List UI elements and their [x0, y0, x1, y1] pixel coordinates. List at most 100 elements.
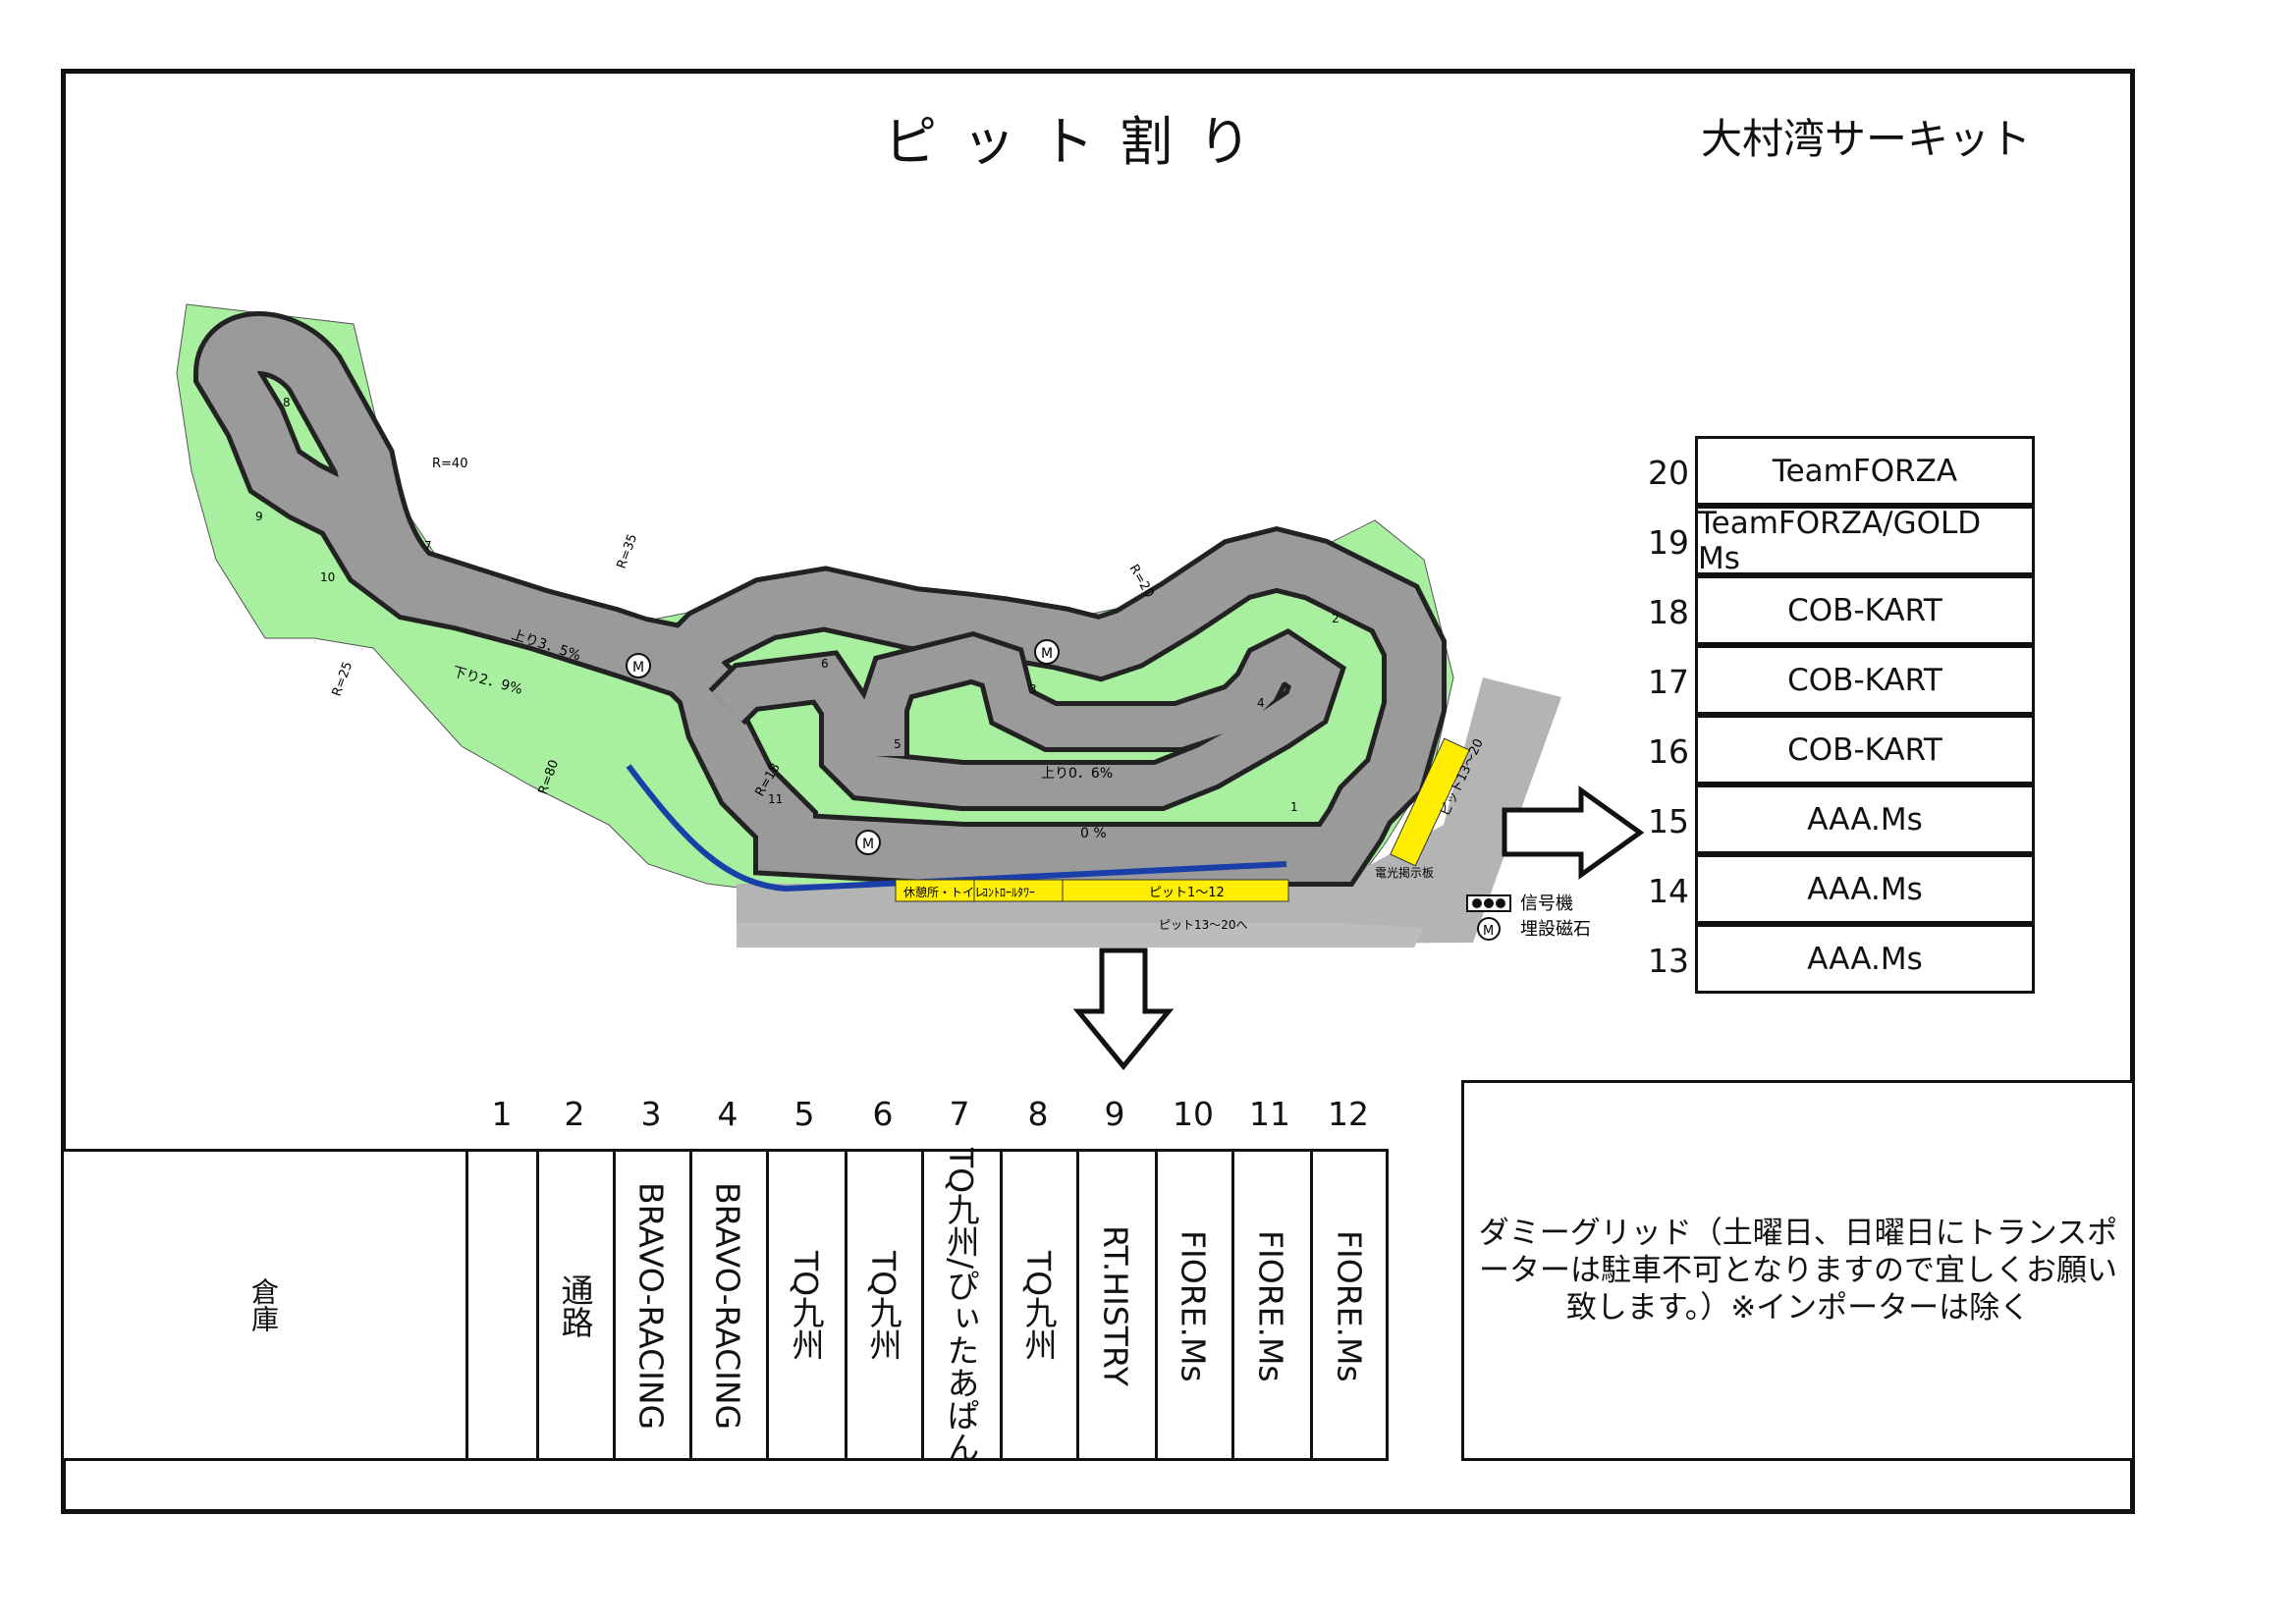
- svg-text:M: M: [862, 837, 874, 852]
- signal-icon: [1466, 894, 1511, 912]
- pit-number: 4: [717, 1095, 738, 1133]
- pit-number: 7: [949, 1095, 970, 1133]
- arrow-right-icon: [1502, 785, 1645, 880]
- corner-number: 10: [320, 570, 335, 584]
- pit-number: 15: [1648, 802, 1689, 840]
- pit-bar-label-rest: 休憩所・トイレ: [903, 885, 986, 899]
- pit-number: 12: [1328, 1095, 1369, 1133]
- svg-text:M: M: [1483, 924, 1494, 939]
- arrow-down-icon: [1072, 947, 1175, 1070]
- radius-label: R=20: [1126, 563, 1157, 601]
- pit-team: TQ九州: [787, 1250, 825, 1362]
- pit-team: COB-KART: [1695, 715, 2035, 785]
- pit-number: 10: [1173, 1095, 1214, 1133]
- pit-slot: [1155, 1149, 1231, 1461]
- pit-number: 14: [1648, 872, 1689, 910]
- page-frame: [61, 69, 2135, 1514]
- pit-slot: [1076, 1149, 1155, 1461]
- pit-team: COB-KART: [1695, 575, 2035, 645]
- pit-side-bar: [1390, 737, 1470, 867]
- magnet-icon: M: [626, 653, 651, 678]
- magnet-icon: M: [1034, 639, 1060, 665]
- svg-text:M: M: [1041, 646, 1053, 662]
- pit-number: 2: [564, 1095, 585, 1133]
- pit-direction-label: ピット13～20へ: [1159, 918, 1248, 932]
- pit-number: 9: [1104, 1095, 1125, 1133]
- pit-team: COB-KART: [1695, 645, 2035, 715]
- corner-number: 6: [821, 657, 829, 671]
- pit-team: TQ九州: [864, 1250, 902, 1362]
- pit-number: 18: [1648, 593, 1689, 631]
- pit-number: 5: [793, 1095, 815, 1133]
- pit-team: FIORE.Ms: [1174, 1229, 1213, 1382]
- corner-number: 5: [894, 737, 902, 751]
- radius-label: R=40: [432, 457, 467, 471]
- pit-team: FIORE.Ms: [1330, 1229, 1369, 1382]
- legend-magnet-label: 埋設磁石: [1520, 919, 1591, 940]
- corner-number: 2: [1332, 612, 1339, 625]
- pit-team: RT.HISTRY: [1096, 1225, 1135, 1386]
- pit-bar-label-tower: ｺﾝﾄﾛｰﾙﾀﾜｰ: [982, 886, 1035, 899]
- pit-bar: [895, 879, 1289, 902]
- lighting-board-label: 電光掲示板: [1375, 865, 1434, 880]
- slope-label-flat: 0 %: [1080, 826, 1107, 841]
- pit-lane: [626, 764, 1287, 893]
- pit-team: BRAVO-RACING: [708, 1181, 747, 1431]
- storage-label: 倉庫: [247, 1277, 280, 1332]
- page-title: ピット割り: [884, 111, 1277, 173]
- pit-slot: [766, 1149, 845, 1461]
- pit-team: AAA.Ms: [1695, 785, 2035, 854]
- pit-slot: [921, 1149, 1000, 1461]
- pit-slot: [465, 1149, 536, 1461]
- corner-number: 4: [1257, 696, 1265, 710]
- pit-number: 20: [1648, 454, 1689, 492]
- pit-number: 13: [1648, 942, 1689, 980]
- corner-number: 11: [768, 792, 783, 806]
- pit-team: 通路: [556, 1273, 594, 1338]
- pit-team: TQ九州/ぴぃたあぱん: [942, 1148, 980, 1464]
- pit-number: 16: [1648, 732, 1689, 771]
- pit-team: BRAVO-RACING: [631, 1181, 671, 1431]
- corner-number: 1: [1290, 800, 1298, 814]
- pit-slot: [845, 1149, 921, 1461]
- pit-bar-label-pits: ピット1～12: [1149, 886, 1225, 900]
- slope-label-up-2: 上り0．6%: [1041, 766, 1113, 782]
- pit-slot: [536, 1149, 613, 1461]
- corner-number: 8: [283, 396, 291, 409]
- pit-team: AAA.Ms: [1695, 924, 2035, 994]
- pit-team: [465, 1159, 536, 1453]
- track-inner-loop-surface: [712, 633, 1340, 806]
- pit-number: 19: [1648, 523, 1689, 562]
- pit-team: FIORE.Ms: [1251, 1229, 1290, 1382]
- pit-number: 6: [872, 1095, 894, 1133]
- circuit-name: 大村湾サーキット: [1701, 115, 2032, 163]
- bottom-pit-block: [61, 1149, 1389, 1461]
- pit-team: TQ九州: [1019, 1250, 1058, 1362]
- pit-team: AAA.Ms: [1695, 854, 2035, 924]
- magnet-icon: M: [855, 830, 881, 855]
- pit-number: 11: [1249, 1095, 1290, 1133]
- svg-text:M: M: [632, 660, 644, 676]
- corner-number: 9: [255, 510, 263, 523]
- pit-number: 8: [1027, 1095, 1049, 1133]
- pit-number: 1: [491, 1095, 513, 1133]
- pit-team: TeamFORZA/GOLD Ms: [1695, 506, 2035, 576]
- corner-number: 3: [1029, 682, 1037, 696]
- pit-slot: [613, 1149, 689, 1461]
- pit-slot: [689, 1149, 766, 1461]
- track-surface: [197, 316, 1442, 882]
- legend-signal-label: 信号機: [1520, 893, 1573, 914]
- pit-team: TeamFORZA: [1695, 436, 2035, 506]
- pit-slot: [1310, 1149, 1389, 1461]
- corner-number: 7: [424, 539, 432, 553]
- pit-number: 17: [1648, 663, 1689, 701]
- radius-label: R=35: [615, 532, 641, 570]
- pit-number: 3: [640, 1095, 662, 1133]
- magnet-icon: M: [1477, 917, 1501, 941]
- radius-label: R=25: [330, 660, 356, 698]
- pit-slot: [1231, 1149, 1310, 1461]
- dummy-grid-note: ダミーグリッド（土曜日、日曜日にトランスポーターは駐車不可となりますので宜しくお…: [1461, 1080, 2135, 1461]
- paddock-area-lower: [737, 923, 1424, 947]
- pit-slot: [1000, 1149, 1076, 1461]
